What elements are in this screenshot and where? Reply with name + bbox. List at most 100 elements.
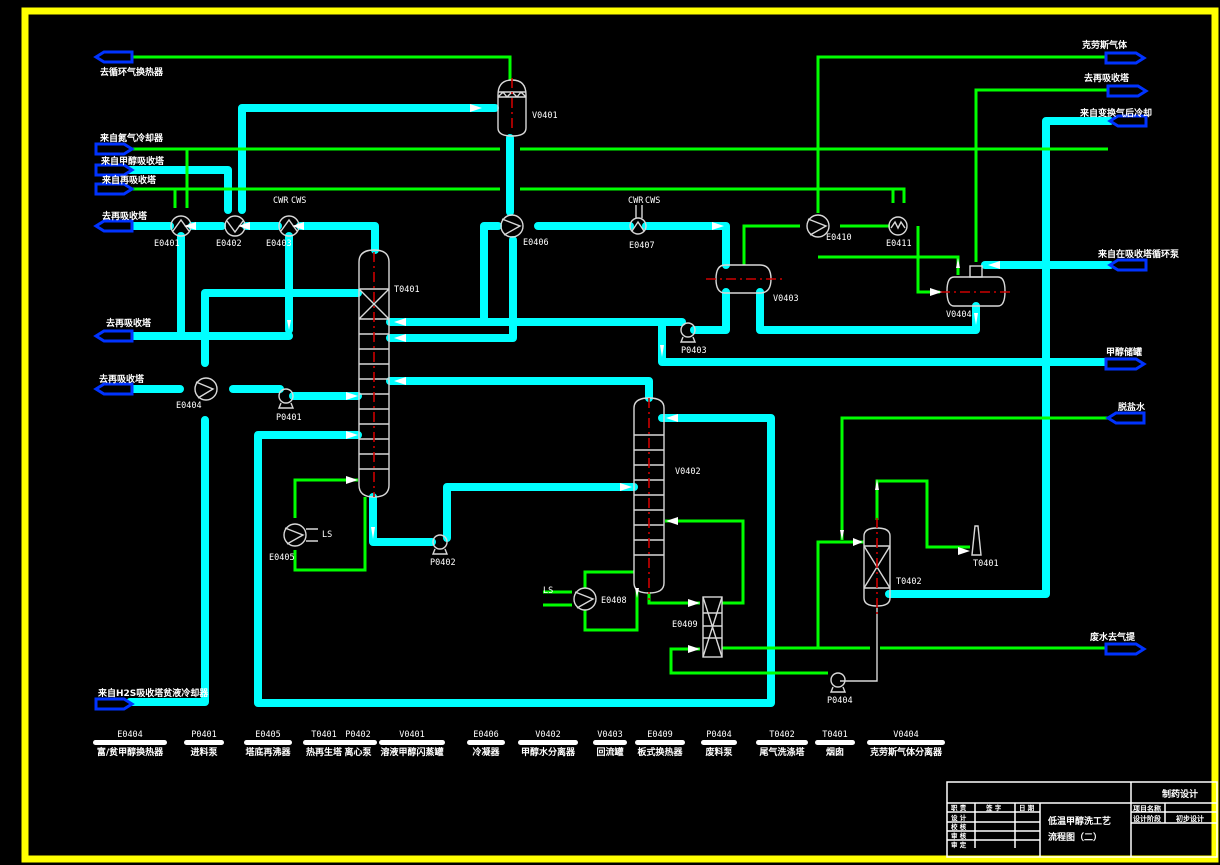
title-block-col-sign: 签 字	[985, 803, 1002, 812]
line-e0408-loop	[583, 570, 639, 632]
label-to-recycle-gas: 去循环气换热器	[100, 66, 164, 78]
exchanger-e0410[interactable]	[806, 214, 830, 238]
drum-v0404[interactable]	[940, 265, 1014, 307]
title-block-design-label: 初步设计	[1176, 814, 1204, 823]
legend-bar	[518, 740, 578, 745]
connector-to-reabsorber-2[interactable]	[93, 329, 134, 343]
line-claus	[816, 55, 1110, 213]
pump-p0403[interactable]	[679, 322, 697, 343]
tag-v0403: V0403	[773, 294, 799, 304]
pump-p0404[interactable]	[829, 672, 847, 693]
exchanger-e0404[interactable]	[194, 377, 218, 401]
legend-tag: E0406	[473, 730, 499, 740]
pipe-shift-cooler	[885, 117, 1114, 598]
legend-bar	[593, 740, 627, 745]
tag-e0403: E0403	[266, 239, 292, 249]
title-block-border	[946, 781, 1218, 858]
tag-e0409: E0409	[672, 620, 698, 630]
pipe-p0403-down	[658, 321, 1114, 366]
label-to-reabsorber-1: 去再吸收塔	[102, 210, 148, 222]
tag-t0401: T0401	[394, 285, 420, 295]
pipe-methanol-absorber-to-e0402	[126, 166, 232, 214]
line-e0409-v0402	[665, 519, 745, 605]
legend-name: 甲醇水分离器	[521, 746, 576, 758]
drum-v0403[interactable]	[706, 264, 782, 294]
legend-bar	[756, 740, 808, 745]
tag-e0410: E0410	[826, 233, 852, 243]
connector-to-reabsorber-3[interactable]	[93, 382, 134, 396]
tag-t0402: T0402	[896, 577, 922, 587]
tag-e0406: E0406	[523, 238, 549, 248]
connector-methanol-storage[interactable]	[1104, 357, 1147, 371]
legend-bar	[467, 740, 505, 745]
legend-tag: T0402	[769, 730, 795, 740]
line-e0410-bottom	[818, 255, 960, 275]
connector-from-absorber-2[interactable]	[94, 182, 135, 196]
tag-ls-2: LS	[543, 586, 553, 596]
chimney-t0401[interactable]	[971, 525, 982, 556]
connector-to-recycle-gas[interactable]	[93, 50, 134, 64]
tag-e0402: E0402	[216, 239, 242, 249]
legend-name: 回流罐	[596, 746, 623, 758]
legend-tag: E0405	[255, 730, 281, 740]
column-v0402[interactable]	[633, 397, 665, 600]
pipe-t0401-to-v0402-top	[386, 377, 653, 402]
connector-claus-gas[interactable]	[1104, 51, 1147, 65]
legend-tag: T0401	[822, 730, 848, 740]
connector-from-shift-cooler[interactable]	[1107, 114, 1148, 128]
connector-from-methanol-absorber[interactable]	[94, 163, 135, 177]
tag-cwr-2: CWR	[628, 196, 644, 206]
pumps	[277, 322, 847, 693]
column-t0402[interactable]	[863, 518, 891, 618]
exchanger-e0405[interactable]	[283, 523, 318, 547]
exchanger-e0408[interactable]	[573, 587, 597, 611]
title-block-title-2: 流程图（二）	[1048, 831, 1102, 843]
title-block-title-1: 低温甲醇洗工艺	[1047, 815, 1111, 827]
legend-name: 烟囱	[826, 746, 844, 758]
column-t0401[interactable]	[358, 249, 390, 498]
pump-p0402[interactable]	[431, 534, 449, 555]
exchanger-e0411[interactable]	[888, 216, 908, 236]
connector-from-nitrogen[interactable]	[94, 142, 135, 156]
title-block-row-1: 设 计	[951, 813, 967, 822]
line-v0403-e0410	[742, 224, 800, 265]
connector-desalted-water[interactable]	[1105, 411, 1146, 425]
tag-e0407: E0407	[629, 241, 655, 251]
line-ls-e0408	[543, 590, 572, 607]
connector-from-recycle-pump[interactable]	[1107, 258, 1148, 272]
pipe-e0401-e0402-e0403	[126, 222, 379, 254]
pipe-t0401-bottom	[369, 493, 436, 546]
tag-v0401: V0401	[532, 111, 558, 121]
line-t0402-top	[875, 479, 970, 549]
legend-tag: V0404	[893, 730, 919, 740]
pipe-e0406-left	[480, 222, 502, 322]
line-desalted	[840, 416, 1110, 540]
connector-to-reabsorber-1[interactable]	[93, 219, 134, 233]
plate-exchanger-e0409[interactable]	[702, 596, 723, 658]
pump-p0401[interactable]	[277, 388, 295, 409]
connector-wastewater[interactable]	[1104, 642, 1147, 656]
label-claus-gas: 克劳斯气体	[1082, 39, 1128, 51]
pipe-v0401-to-e0402	[238, 104, 499, 214]
connector-from-h2s-absorber[interactable]	[94, 697, 135, 711]
tag-e0401: E0401	[154, 239, 180, 249]
legend-bar	[867, 740, 945, 745]
tag-p0402: P0402	[430, 558, 456, 568]
legend-bar	[379, 740, 445, 745]
legend-bar	[815, 740, 855, 745]
vessel-v0401[interactable]	[497, 78, 527, 137]
pipe-v0403-to-p0403	[690, 288, 730, 334]
legend-name: 溶液甲醇闪蒸罐	[380, 746, 443, 758]
title-block-row-0: 职 责	[951, 803, 967, 812]
connector-to-reabsorber-right[interactable]	[1106, 84, 1149, 98]
tag-e0404: E0404	[176, 401, 202, 411]
exchanger-e0407[interactable]	[629, 205, 647, 235]
legend-tag: E0404	[117, 730, 143, 740]
exchanger-e0406[interactable]	[500, 214, 524, 238]
